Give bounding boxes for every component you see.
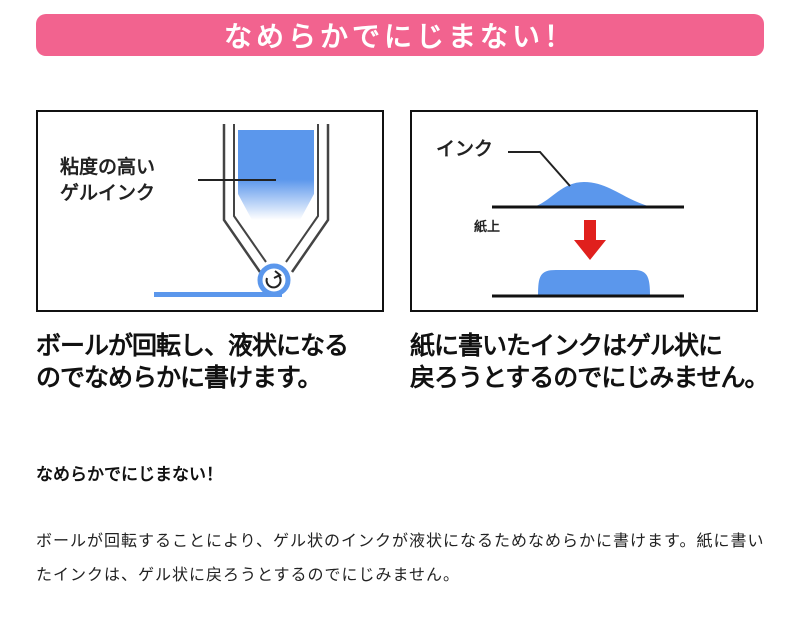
left-caption: ボールが回転し、液状になる のでなめらかに書けます。 [36, 330, 396, 394]
gel-ink-label-line1: 粘度の高い [60, 156, 156, 178]
paper-label: 紙上 [474, 220, 501, 235]
ink-on-paper-diagram: インク 紙上 [410, 110, 758, 312]
rotation-arrow [265, 274, 282, 289]
liquid-ink-blob [536, 182, 648, 206]
right-caption-line2: 戻ろうとするのでにじみません。 [410, 363, 770, 392]
ink-leader-line [508, 151, 571, 187]
left-caption-line1: ボールが回転し、液状になる [36, 331, 349, 360]
ink-line-on-paper [154, 292, 282, 297]
left-caption-line2: のでなめらかに書けます。 [36, 363, 323, 392]
ball-tip [257, 263, 291, 297]
right-caption-line1: 紙に書いたインクはゲル状に [410, 331, 723, 360]
gel-ink-blob [538, 270, 650, 296]
gel-ink-label-line2: ゲルインク [60, 182, 156, 204]
pen-tip-illustration [154, 124, 330, 297]
section-heading: なめらかでにじまない！ [36, 465, 223, 485]
gel-ink-reservoir [238, 130, 314, 220]
ink-on-paper-illustration [492, 151, 684, 298]
section-body: ボールが回転することにより、ゲル状のインクが液状になるためなめらかに書けます。紙… [36, 531, 765, 584]
right-caption: 紙に書いたインクはゲル状に 戻ろうとするのでにじみません。 [410, 330, 770, 394]
banner-title: なめらかでにじまない！ [223, 20, 576, 53]
pen-tip-diagram: 粘度の高い ゲルインク [36, 110, 384, 312]
pen-wall-left-inner [233, 124, 267, 263]
gel-ink-label: 粘度の高い ゲルインク [60, 154, 155, 206]
title-banner: なめらかでにじまない！ [36, 14, 764, 56]
pen-wall-right-inner [285, 124, 319, 263]
down-arrow [574, 220, 606, 260]
ink-label: インク [436, 138, 494, 160]
pen-wall-right-outer [290, 124, 330, 273]
pen-wall-left-outer [222, 124, 262, 273]
rotation-arrow-head [273, 270, 282, 279]
